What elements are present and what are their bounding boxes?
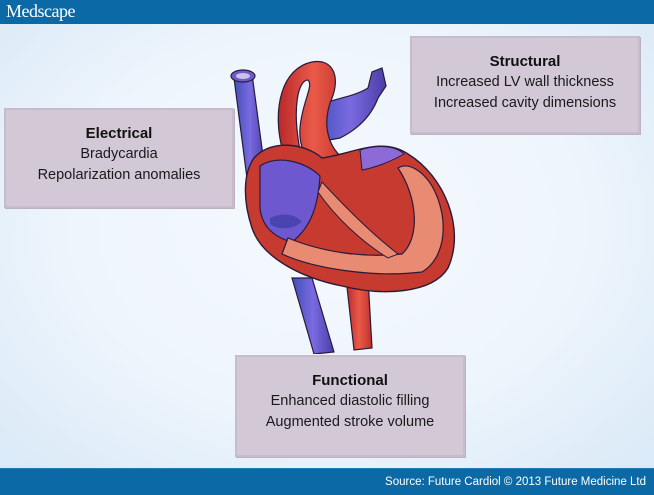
source-credit: Source: Future Cardiol © 2013 Future Med…: [385, 476, 646, 488]
electrical-line-2: Repolarization anomalies: [37, 167, 201, 183]
functional-title: Functional: [312, 372, 388, 389]
heart-illustration: [230, 60, 456, 354]
footer-bar: Source: Future Cardiol © 2013 Future Med…: [0, 468, 654, 495]
structural-title: Structural: [489, 53, 561, 70]
electrical-line-1: Bradycardia: [80, 146, 158, 162]
functional-line-1: Enhanced diastolic filling: [270, 393, 430, 409]
electrical-box: Electrical Bradycardia Repolarization an…: [4, 108, 234, 208]
electrical-title: Electrical: [85, 125, 153, 142]
structural-line-2: Increased cavity dimensions: [433, 95, 617, 111]
functional-box: Functional Enhanced diastolic filling Au…: [235, 355, 465, 457]
structural-box: Structural Increased LV wall thickness I…: [410, 36, 640, 134]
medscape-logo: Medscape: [6, 1, 75, 21]
header-bar: Medscape: [0, 0, 654, 24]
functional-line-2: Augmented stroke volume: [265, 414, 435, 430]
structural-line-1: Increased LV wall thickness: [436, 74, 614, 90]
